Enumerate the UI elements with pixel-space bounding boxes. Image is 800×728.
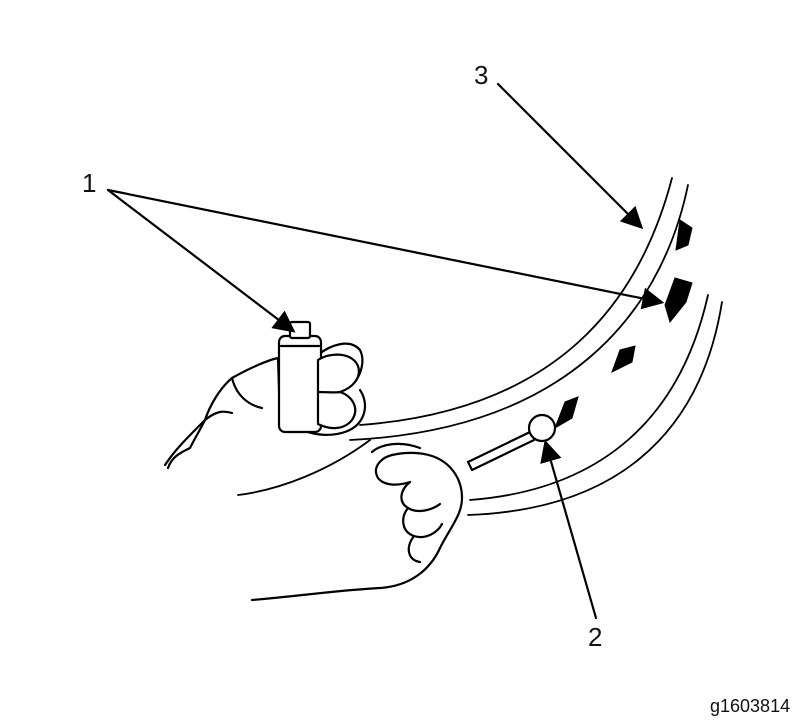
right-hand-fingers [374,453,444,539]
callout-1: 1 [82,168,96,198]
arrow-3-to-rim [496,82,644,230]
tire-bead-edge [469,294,709,501]
brush-tip [527,413,557,443]
left-hand-knuckles [166,418,207,470]
callout-2: 2 [588,622,602,652]
bottle-body [277,334,323,434]
rim-outer-edge [359,177,673,426]
right-hand-cuff [370,442,422,454]
rim-inner-edge [349,184,689,441]
figure-code: g1603814 [710,696,790,716]
damage-mark-3 [611,345,636,374]
tire-lower-contour [237,439,371,496]
damage-mark-4 [554,396,579,430]
right-hand-lower [407,534,422,564]
damage-mark-2 [664,277,693,324]
arrow-1-to-bottle [106,188,296,333]
right-hand-with-brush [250,413,557,602]
damage-mark-1 [675,219,693,251]
leader-arrows [106,82,665,620]
left-hand-with-bottle [163,320,367,470]
arrow-2-to-brush [540,439,598,620]
right-hand-outline [250,451,464,602]
tire-damage-marks [554,219,693,430]
tire-rim-arcs [237,177,723,516]
arrow-1-to-tire-mark [106,188,665,310]
left-hand-wrist [203,410,234,422]
callout-3: 3 [474,60,488,90]
brush-handle [466,430,536,472]
left-hand-thumb [230,376,264,410]
tire-sidewall-edge [467,301,723,516]
